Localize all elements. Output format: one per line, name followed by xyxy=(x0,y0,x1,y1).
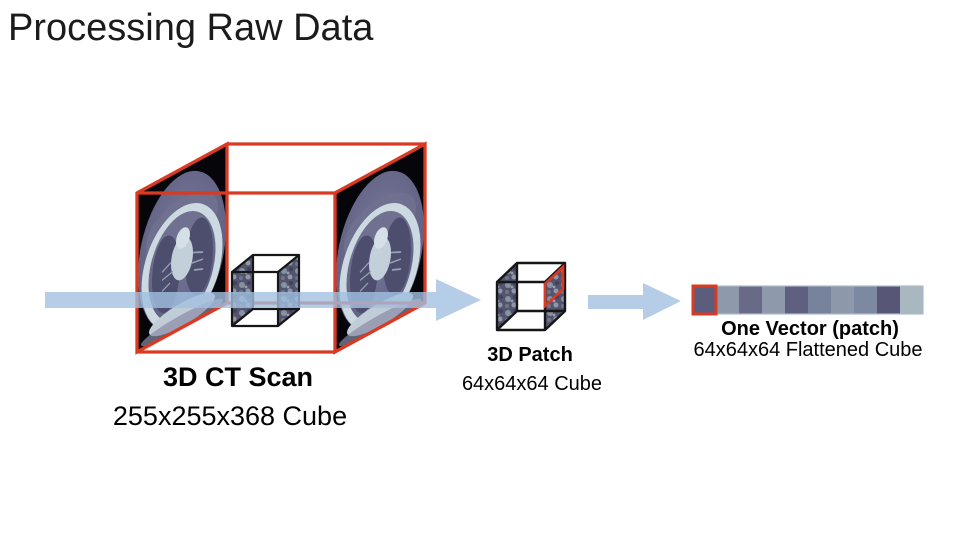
ct-scan-label: 3D CT Scan xyxy=(162,362,314,392)
patch-cube-left-face xyxy=(497,263,517,330)
vector-cell xyxy=(739,286,762,314)
extraction-patch-cube-icon xyxy=(230,253,301,328)
vector-cell xyxy=(693,286,716,314)
vector-cell xyxy=(854,286,877,314)
vector-cell xyxy=(808,286,831,314)
vector-dimensions: 64x64x64 Flattened Cube xyxy=(693,339,923,361)
vector-cell xyxy=(762,286,785,314)
vector-label: One Vector (patch) xyxy=(721,318,899,340)
vector-cell xyxy=(716,286,739,314)
page-title: Processing Raw Data xyxy=(8,7,374,49)
patch-cube-icon xyxy=(495,261,567,332)
vector-cell xyxy=(785,286,808,314)
patch-to-vector-arrow-icon xyxy=(588,283,681,320)
extraction-patch-right-face xyxy=(278,255,299,326)
input-flow-arrow-icon xyxy=(45,279,481,321)
patch-label: 3D Patch xyxy=(487,344,573,366)
vector-cell xyxy=(900,286,923,314)
patch-dimensions: 64x64x64 Cube xyxy=(461,373,603,395)
extraction-patch-edges xyxy=(230,253,301,328)
extraction-patch-left-face xyxy=(232,255,253,326)
ct-slice-front-face xyxy=(137,144,227,355)
ct-scan-dimensions: 255x255x368 Cube xyxy=(112,401,348,431)
vector-cell xyxy=(877,286,900,314)
patch-cube-edges xyxy=(495,261,567,332)
ct-slice-back-face xyxy=(335,144,425,355)
vector-cell xyxy=(831,286,854,314)
vector-first-cell-highlight xyxy=(691,284,718,316)
patch-highlight-outline xyxy=(543,263,565,310)
vector-strip xyxy=(691,284,924,316)
